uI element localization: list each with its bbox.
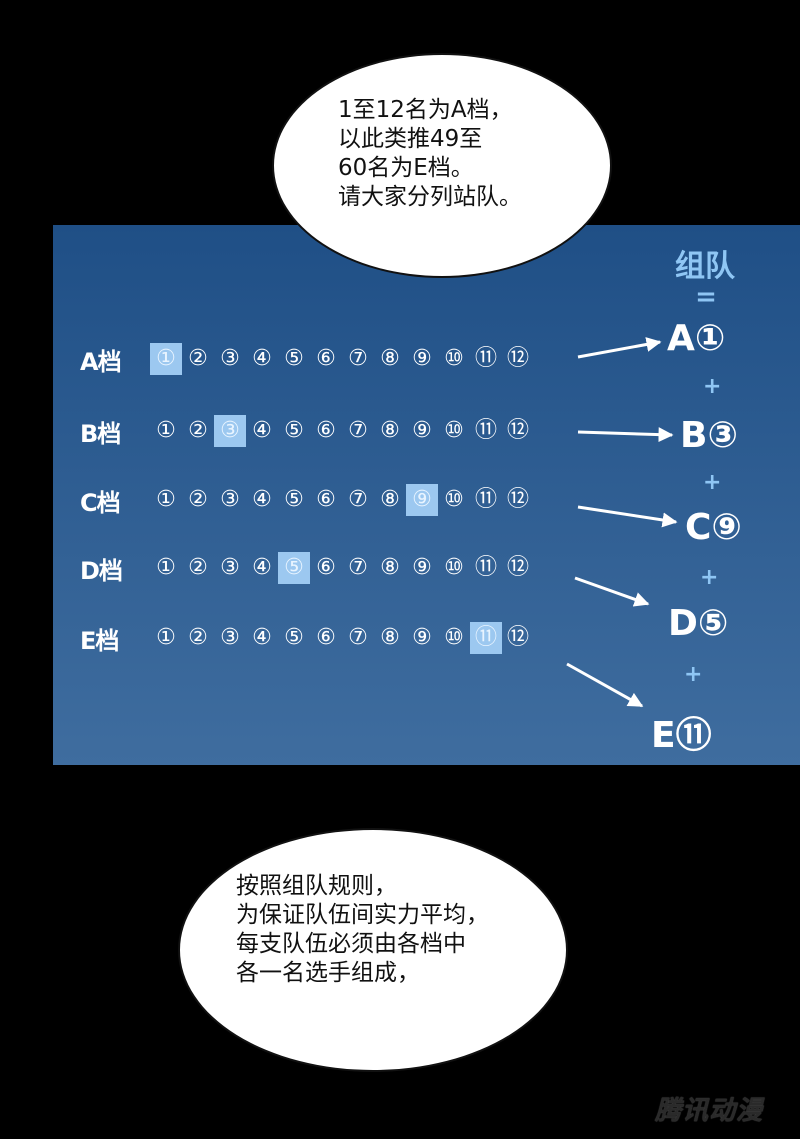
arrow-a xyxy=(577,337,662,359)
tier-label: C档 xyxy=(80,488,121,517)
tier-label: E档 xyxy=(80,626,119,655)
selected-number: ⑤ xyxy=(278,552,310,584)
rank-number: ⑧ xyxy=(380,418,400,443)
rank-number: ⑤ xyxy=(284,346,304,371)
rank-number: ⑧ xyxy=(380,346,400,371)
rank-number: ① xyxy=(156,555,176,580)
rank-number: ④ xyxy=(252,346,272,371)
tier-label: D档 xyxy=(80,556,123,585)
rank-number: ⑤ xyxy=(284,418,304,443)
rank-number: ⑩ xyxy=(444,487,464,512)
plus-sign-1: + xyxy=(703,374,722,399)
rank-number: ⑩ xyxy=(444,555,464,580)
rank-number: ⑤ xyxy=(284,487,304,512)
rank-number: ⑦ xyxy=(348,625,368,650)
plus-sign-2: + xyxy=(703,470,722,495)
rank-number: ⑨ xyxy=(412,555,432,580)
rank-number: ⑫ xyxy=(506,346,529,371)
arrow-e xyxy=(566,662,644,708)
rank-number: ③ xyxy=(220,346,240,371)
team-pick-c: C⑨ xyxy=(685,507,742,548)
rank-number: ⑪ xyxy=(474,487,497,512)
team-pick-e: E⑪ xyxy=(651,715,712,756)
equals-sign: = xyxy=(695,282,717,312)
rank-number: ⑥ xyxy=(316,487,336,512)
rank-number: ① xyxy=(156,487,176,512)
rank-number: ③ xyxy=(220,555,240,580)
rank-number: ③ xyxy=(220,625,240,650)
rank-number: ⑧ xyxy=(380,625,400,650)
rank-number: ④ xyxy=(252,555,272,580)
rank-number: ⑧ xyxy=(380,555,400,580)
speech-bubble-top xyxy=(272,53,612,278)
rank-number: ② xyxy=(188,418,208,443)
watermark-logo: 腾讯动漫 xyxy=(655,1096,764,1126)
selected-number: ① xyxy=(150,343,182,375)
plus-sign-3: + xyxy=(700,565,719,590)
rank-number: ⑨ xyxy=(412,418,432,443)
team-pick-d: D⑤ xyxy=(668,603,729,644)
rank-number: ⑪ xyxy=(474,555,497,580)
arrow-c xyxy=(577,505,678,528)
arrow-d xyxy=(574,576,650,607)
arrow-b xyxy=(577,427,674,443)
rank-number: ⑪ xyxy=(474,346,497,371)
rank-number: ⑫ xyxy=(506,418,529,443)
rank-number: ② xyxy=(188,346,208,371)
rank-number: ⑩ xyxy=(444,418,464,443)
rank-number: ③ xyxy=(220,487,240,512)
rank-number: ⑪ xyxy=(474,418,497,443)
tier-label: B档 xyxy=(80,419,121,448)
rank-number: ② xyxy=(188,487,208,512)
rank-number: ⑤ xyxy=(284,625,304,650)
speech-bubble-bottom xyxy=(178,828,568,1072)
rank-number: ⑩ xyxy=(444,625,464,650)
tier-label: A档 xyxy=(80,347,122,376)
rank-number: ④ xyxy=(252,625,272,650)
rank-number: ⑫ xyxy=(506,555,529,580)
rank-number: ⑥ xyxy=(316,625,336,650)
rank-number: ⑦ xyxy=(348,346,368,371)
speech-bubble-bottom-text: 按照组队规则， 为保证队伍间实力平均， 每支队伍必须由各档中 各一名选手组成， xyxy=(236,873,489,986)
rank-number: ⑦ xyxy=(348,487,368,512)
rank-number: ⑫ xyxy=(506,487,529,512)
rank-number: ⑩ xyxy=(444,346,464,371)
rank-number: ⑨ xyxy=(412,625,432,650)
speech-bubble-top-text: 1至12名为A档， 以此类推49至 60名为E档。 请大家分列站队。 xyxy=(338,97,522,210)
plus-sign-4: + xyxy=(684,662,703,687)
rank-number: ① xyxy=(156,418,176,443)
team-pick-a: A① xyxy=(667,318,726,359)
rank-number: ② xyxy=(188,555,208,580)
rank-number: ⑦ xyxy=(348,555,368,580)
rank-number: ④ xyxy=(252,487,272,512)
team-pick-b: B③ xyxy=(680,415,738,456)
rank-number: ⑧ xyxy=(380,487,400,512)
rank-number: ⑨ xyxy=(412,346,432,371)
team-title: 组队 xyxy=(675,249,735,284)
rank-number: ② xyxy=(188,625,208,650)
rank-number: ⑥ xyxy=(316,555,336,580)
selected-number: ⑨ xyxy=(406,484,438,516)
rank-number: ⑥ xyxy=(316,418,336,443)
rank-number: ① xyxy=(156,625,176,650)
rank-number: ④ xyxy=(252,418,272,443)
rank-number: ⑦ xyxy=(348,418,368,443)
selected-number: ③ xyxy=(214,415,246,447)
rank-number: ⑫ xyxy=(506,625,529,650)
selected-number: ⑪ xyxy=(470,622,502,654)
rank-number: ⑥ xyxy=(316,346,336,371)
